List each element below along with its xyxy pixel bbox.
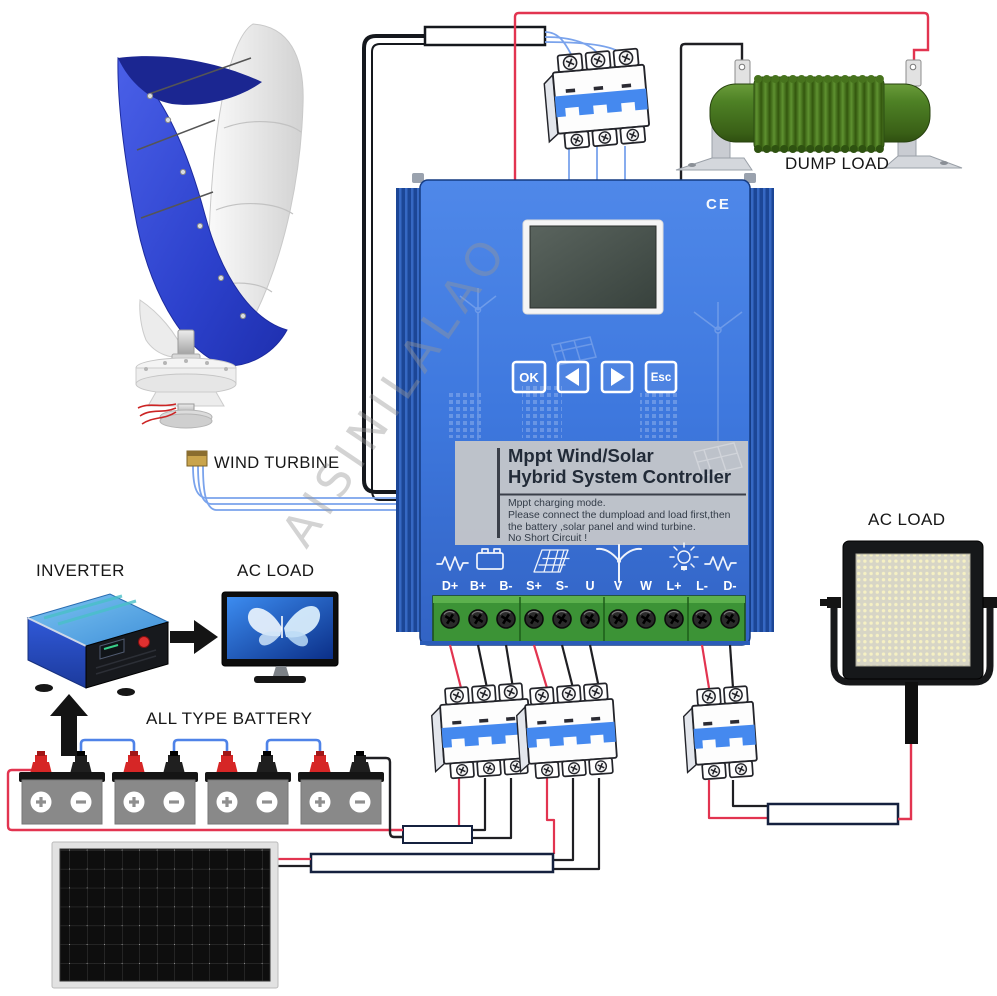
- lower-wires: [457, 778, 768, 871]
- controller-title-line1: Mppt Wind/Solar: [508, 445, 654, 466]
- svg-text:B-: B-: [499, 579, 512, 593]
- breaker-wind-3pole: [542, 48, 651, 150]
- right-arrow-icon: [611, 368, 625, 386]
- controller-title-line2: Hybrid System Controller: [508, 466, 732, 487]
- button-row: [511, 360, 678, 394]
- dump-load-label: DUMP LOAD: [785, 154, 890, 173]
- wind-turbine: [117, 23, 304, 429]
- wire-black-dump: [679, 42, 744, 183]
- svg-text:W: W: [640, 579, 652, 593]
- inverter-display: [99, 638, 125, 660]
- svg-text:D-: D-: [723, 579, 736, 593]
- monitor: [221, 591, 339, 683]
- controller: OK Esc D+ B+ B-: [396, 173, 774, 646]
- terminal-block: [432, 595, 746, 643]
- ce-mark: CE: [706, 196, 731, 213]
- terminal-wires: [448, 644, 735, 689]
- battery-bank: [6, 738, 403, 839]
- esc-button-label: Esc: [651, 372, 672, 384]
- led-panel-light: [820, 540, 997, 821]
- wire-red-top: [513, 11, 930, 183]
- lcd-screen: [522, 219, 664, 315]
- face-artwork: [448, 288, 743, 442]
- turbine-cable: [186, 34, 425, 511]
- ac-load-left-label: AC LOAD: [237, 561, 315, 580]
- left-arrow-icon: [565, 368, 579, 386]
- svg-text:V: V: [614, 579, 623, 593]
- solar-panel: [51, 841, 311, 989]
- inverter-power-button: [138, 636, 150, 648]
- svg-text:S+: S+: [526, 579, 542, 593]
- info-panel: [455, 441, 748, 545]
- inverter: [26, 593, 170, 696]
- battery-positive-wire: [6, 768, 403, 832]
- svg-text:L-: L-: [696, 579, 708, 593]
- arrow-up-icon: [50, 694, 88, 756]
- turbine-generator-base: [135, 329, 237, 429]
- description-line: Mppt charging mode.: [508, 498, 606, 509]
- inverter-label: INVERTER: [36, 561, 125, 580]
- wind-turbine-icon: [596, 544, 642, 583]
- breaker-acload-2pole: [682, 686, 758, 781]
- heatsink-left: [396, 188, 422, 632]
- ok-button-label: OK: [519, 370, 539, 385]
- svg-text:D+: D+: [442, 579, 458, 593]
- butterfly-wallpaper: [247, 605, 321, 647]
- esc-button: [644, 360, 678, 394]
- svg-text:B+: B+: [470, 579, 486, 593]
- terminal-icon-row: [436, 542, 737, 583]
- ok-button: [511, 360, 547, 394]
- acload-cable-sleeve: [766, 802, 900, 826]
- svg-text:L+: L+: [667, 579, 682, 593]
- solar-cable-sleeve: [309, 852, 555, 874]
- lamp-icon: [669, 542, 699, 571]
- solar-panel-icon: [533, 549, 570, 573]
- svg-text:U: U: [585, 579, 594, 593]
- resistor-icon: [436, 556, 469, 571]
- wind-turbine-label: WIND TURBINE: [214, 454, 340, 472]
- all-type-battery-label: ALL TYPE BATTERY: [146, 709, 313, 728]
- battery-cells: [19, 751, 384, 825]
- arrow-right-icon: [170, 620, 218, 654]
- resistor-icon-2: [704, 556, 737, 571]
- ac-load-right-label: AC LOAD: [868, 510, 946, 529]
- battery-jumper-wires: [79, 738, 322, 757]
- heatsink-right: [748, 188, 774, 632]
- dump-load: [675, 59, 963, 171]
- svg-text:S-: S-: [556, 579, 569, 593]
- generator-wires: [137, 403, 177, 425]
- terminal-labels: D+ B+ B- S+ S- U V W L+ L- D-: [442, 579, 737, 593]
- description-line: Please connect the dumpload and load fir…: [508, 509, 731, 521]
- battery-icon: [476, 548, 504, 570]
- battery-cable-sleeve: [402, 825, 473, 844]
- controller-description: Mppt charging mode. Please connect the d…: [508, 498, 758, 545]
- description-line: No Short Circuit !: [508, 533, 588, 545]
- description-line: the battery ,solar panel and wind turbin…: [508, 521, 696, 533]
- breaker-solar-3pole: [515, 683, 618, 780]
